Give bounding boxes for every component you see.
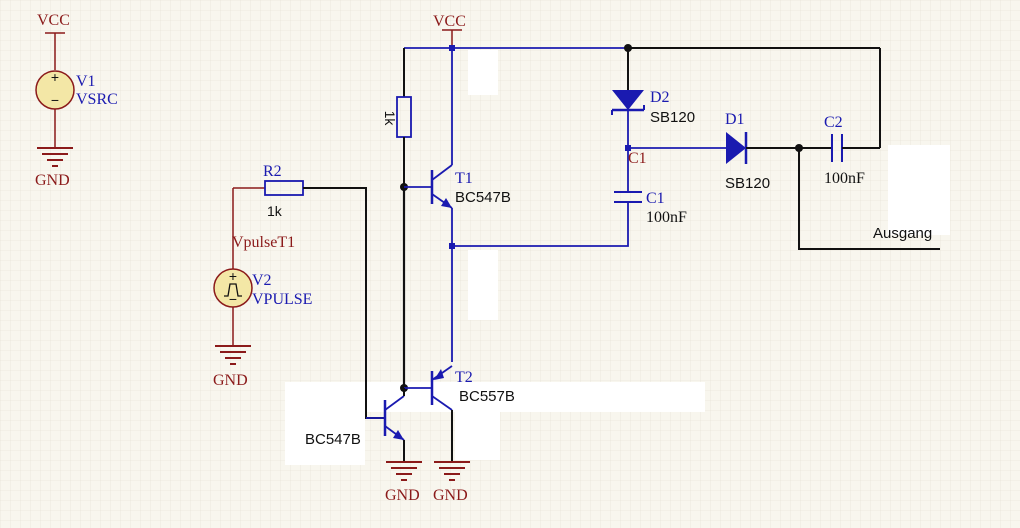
white-patch [285,410,365,465]
net-label-vpulse: VpulseT1 [232,234,295,251]
v1-source[interactable]: + − [35,32,75,148]
v2-pulse-source[interactable]: + − [213,188,253,346]
v2-value-label: VPULSE [252,291,312,308]
vcc-rail [403,29,881,148]
svg-text:+: + [51,69,59,85]
v1-name-label: V1 [76,73,96,90]
r2-value-label: 1k [267,203,283,219]
v2-name-label: V2 [252,272,272,289]
ground-symbol [37,147,73,167]
t2-transistor[interactable] [404,365,453,462]
d2-value-label: SB120 [650,109,695,126]
ground-symbol [434,461,470,481]
t1-name-label: T1 [455,170,473,187]
net-label-c1: C1 [628,150,647,167]
d1-name-label: D1 [725,111,745,128]
t3-transistor[interactable] [366,388,405,462]
c1-name-label: C1 [646,190,665,207]
r2-name-label: R2 [263,163,282,180]
gnd-label: GND [433,487,468,504]
gnd-label: GND [385,487,420,504]
c2-name-label: C2 [824,114,843,131]
t1-value-label: BC547B [455,189,511,206]
gnd-label: GND [213,372,248,389]
white-patch [468,50,498,95]
d1-value-label: SB120 [725,175,770,192]
d2-name-label: D2 [650,89,670,106]
c1-value-label: 100nF [646,209,687,226]
r1-value-label: 1k [382,111,398,127]
r1-resistor[interactable] [396,96,412,187]
svg-text:−: − [229,291,237,307]
white-patch [285,382,705,412]
wire [452,208,629,247]
ground-symbol [386,461,422,481]
ground-symbol [215,345,251,365]
gnd-label: GND [35,172,70,189]
white-patch [455,410,500,460]
vcc-label: VCC [433,13,466,30]
c2-value-label: 100nF [824,170,865,187]
v1-value-label: VSRC [76,91,118,108]
svg-text:−: − [51,92,59,108]
d1-diode[interactable] [628,132,799,164]
t1-transistor[interactable] [404,48,455,362]
t2-name-label: T2 [455,369,473,386]
t2-value-label: BC557B [459,388,515,405]
output-wire [798,148,940,250]
white-patch [888,145,950,235]
t3-value-label: BC547B [305,431,361,448]
vcc-label: VCC [37,12,70,29]
output-label: Ausgang [873,225,932,242]
pulse-waveform-icon [224,283,242,297]
c1-capacitor[interactable] [614,191,642,208]
white-patch [468,250,498,320]
svg-text:+: + [229,268,237,284]
c2-capacitor[interactable] [799,134,880,162]
